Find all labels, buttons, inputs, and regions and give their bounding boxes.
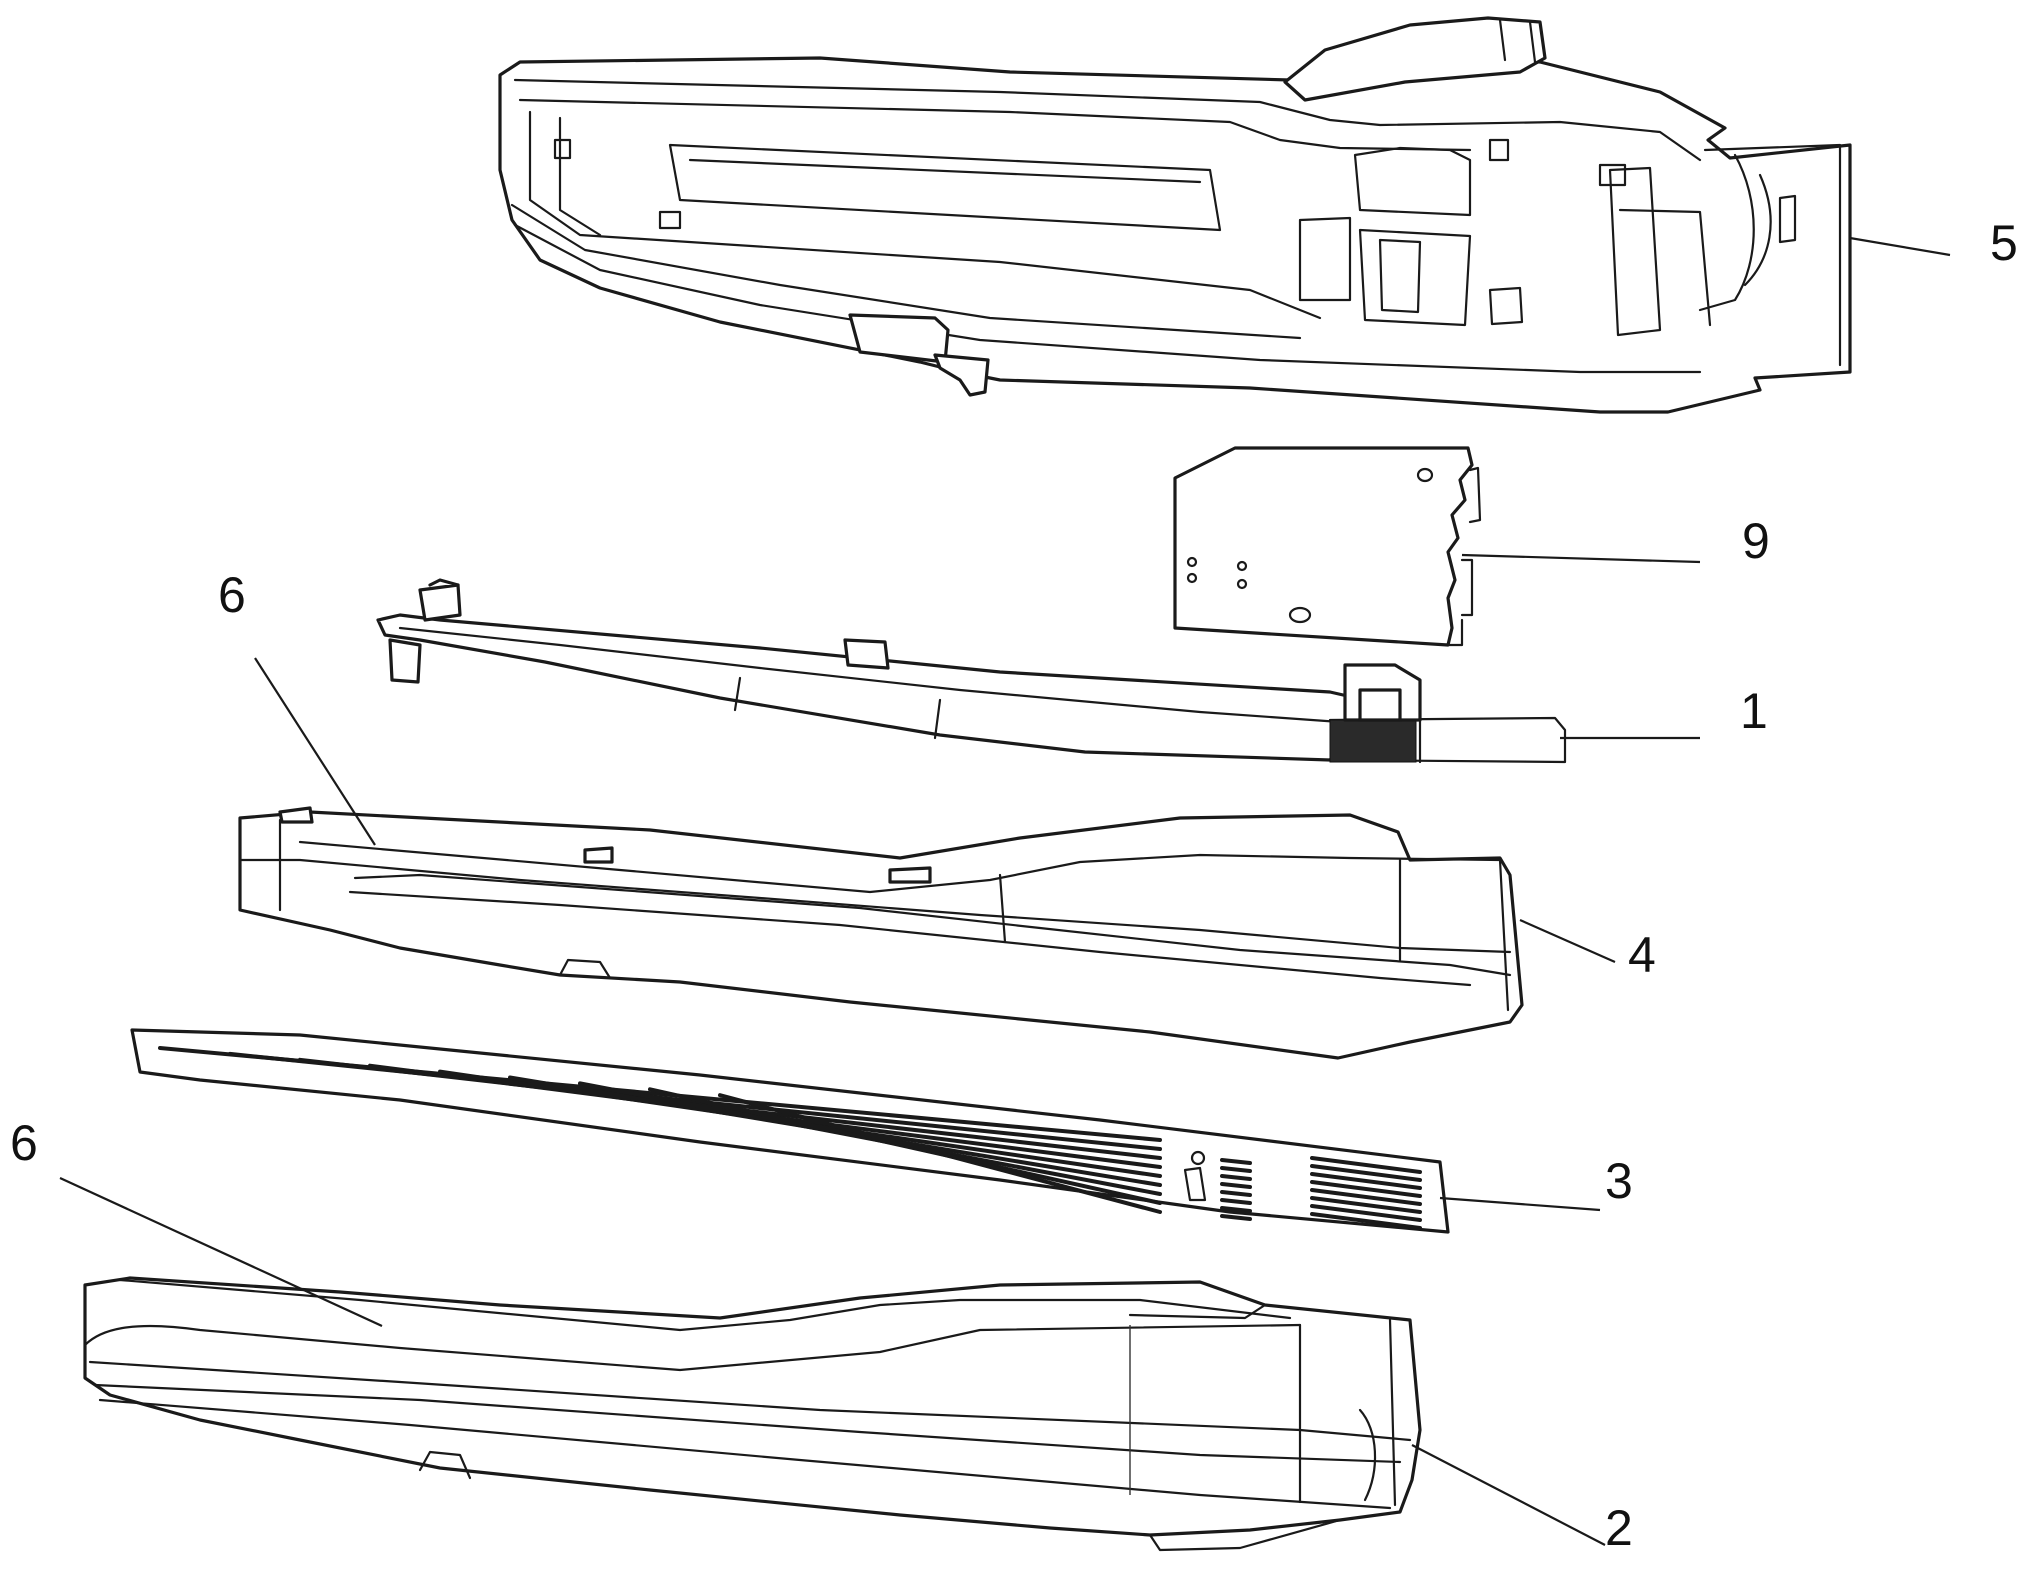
label-part-2: 2 bbox=[1605, 1500, 1633, 1556]
part-2-outer-cover bbox=[85, 1278, 1420, 1550]
part-9-plate bbox=[1175, 448, 1480, 645]
label-part-3: 3 bbox=[1605, 1153, 1633, 1209]
part-5-base-housing bbox=[500, 18, 1850, 412]
grille-short-slot bbox=[1222, 1216, 1250, 1219]
part-4-inner-cover bbox=[240, 808, 1522, 1058]
label-part-4: 4 bbox=[1628, 927, 1656, 983]
grip-texture-icon bbox=[1330, 720, 1416, 762]
label-part-6-lower: 6 bbox=[10, 1115, 38, 1171]
label-part-1: 1 bbox=[1740, 683, 1768, 739]
part-3-grille-strip bbox=[132, 1030, 1448, 1232]
label-part-9: 9 bbox=[1742, 513, 1770, 569]
label-part-6-upper: 6 bbox=[218, 567, 246, 623]
label-part-5: 5 bbox=[1990, 215, 2018, 271]
